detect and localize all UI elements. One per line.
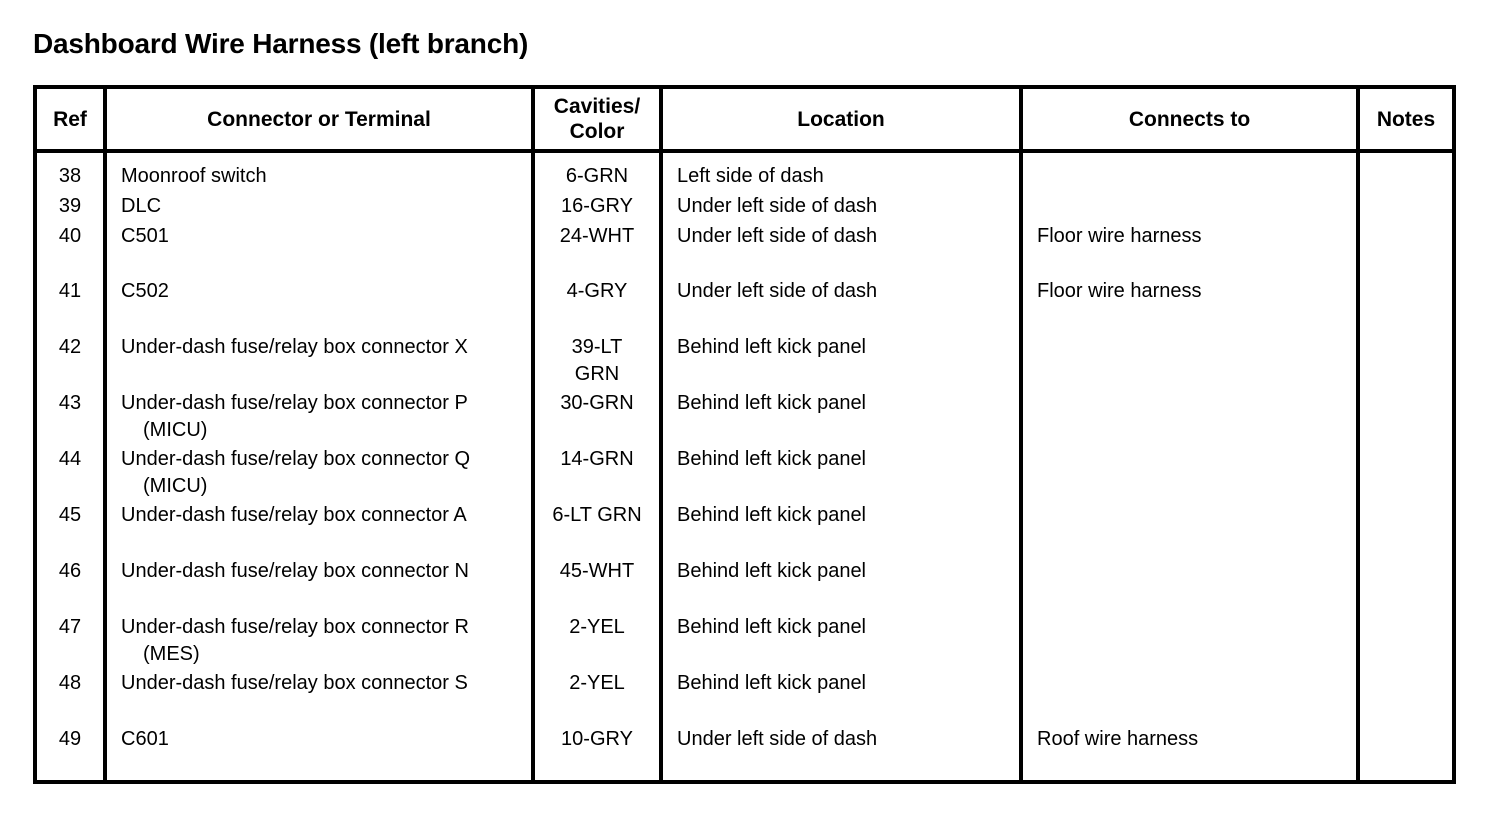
cell-location: Under left side of dash bbox=[677, 280, 878, 302]
cell-connects-to: Floor wire harness bbox=[1037, 280, 1202, 302]
cell-location: Behind left kick panel bbox=[677, 392, 867, 414]
cell-cavities: 30-GRN bbox=[560, 392, 634, 414]
table-header-rule bbox=[33, 149, 1456, 153]
cell-ref: 38 bbox=[58, 165, 82, 187]
cell-cavities: 4-GRY bbox=[566, 280, 628, 302]
cell-connector: Under-dash fuse/relay box connector P(MI… bbox=[107, 390, 531, 444]
cell-ref: 48 bbox=[58, 672, 82, 694]
cell-location: Under left side of dash bbox=[677, 195, 878, 217]
page-title: Dashboard Wire Harness (left branch) bbox=[33, 28, 529, 59]
table-border-top bbox=[33, 85, 1456, 89]
cell-continuation-line: (MICU) bbox=[143, 419, 208, 441]
cell-ref: 49 bbox=[58, 728, 82, 750]
cell-location: Behind left kick panel bbox=[677, 672, 867, 694]
cell-continuation-line: (MES) bbox=[143, 643, 200, 665]
cell-cavities: 24-WHT bbox=[559, 225, 635, 247]
cell-location: Behind left kick panel bbox=[677, 336, 867, 358]
cell-connects-to: Floor wire harness bbox=[1037, 225, 1202, 247]
cell-connector: DLC bbox=[121, 195, 162, 217]
cell-location: Behind left kick panel bbox=[677, 616, 867, 638]
cell-connects-to: Roof wire harness bbox=[1037, 728, 1199, 750]
column-header-ref: Ref bbox=[53, 107, 87, 131]
cell-cavities: 14-GRN bbox=[560, 448, 634, 470]
table-border-bottom bbox=[33, 780, 1456, 784]
cell-ref: 47 bbox=[58, 616, 82, 638]
cell-ref: 46 bbox=[58, 560, 82, 582]
cell-cavities: 39-LT GRN bbox=[571, 336, 623, 385]
cell-cavities: 2-YEL bbox=[569, 616, 625, 638]
table-border-right bbox=[1452, 85, 1456, 784]
cell-connector: Moonroof switch bbox=[121, 165, 267, 187]
cell-cavities: 10-GRY bbox=[561, 728, 633, 750]
cell-cavities: 45-WHT bbox=[559, 560, 635, 582]
cell-connector: C502 bbox=[121, 280, 169, 302]
cell-location: Behind left kick panel bbox=[677, 504, 867, 526]
column-divider-location bbox=[1019, 85, 1023, 784]
column-divider-connects bbox=[1356, 85, 1360, 784]
cell-ref: 44 bbox=[58, 448, 82, 470]
cell-cavities: 16-GRY bbox=[561, 195, 633, 217]
column-header-connector: Connector or Terminal bbox=[207, 107, 431, 131]
column-divider-connector bbox=[531, 85, 535, 784]
cell-location: Left side of dash bbox=[677, 165, 824, 187]
cell-ref: 39 bbox=[58, 195, 82, 217]
cell-ref: 42 bbox=[58, 336, 82, 358]
column-header-connects-to: Connects to bbox=[1128, 107, 1251, 131]
cell-connector: C501 bbox=[121, 225, 169, 247]
cell-ref: 45 bbox=[58, 504, 82, 526]
cell-connector: Under-dash fuse/relay box connector S bbox=[121, 672, 468, 694]
cell-location: Under left side of dash bbox=[677, 728, 878, 750]
cell-connector: C601 bbox=[121, 728, 169, 750]
table-border-left bbox=[33, 85, 37, 784]
cell-ref: 43 bbox=[58, 392, 82, 414]
cell-continuation-line: (MICU) bbox=[143, 475, 208, 497]
cell-connector: Under-dash fuse/relay box connector X bbox=[121, 336, 468, 358]
wire-harness-table: Ref Connector or Terminal Cavities/ Colo… bbox=[33, 85, 1456, 784]
column-header-cavities: Cavities/ Color bbox=[553, 95, 641, 143]
column-header-location: Location bbox=[797, 107, 885, 131]
cell-ref: 41 bbox=[58, 280, 82, 302]
cell-location: Under left side of dash bbox=[677, 225, 878, 247]
cell-location: Behind left kick panel bbox=[677, 448, 867, 470]
cell-location: Behind left kick panel bbox=[677, 560, 867, 582]
column-divider-cavities bbox=[659, 85, 663, 784]
cell-cavities: 2-YEL bbox=[569, 672, 625, 694]
cell-connector: Under-dash fuse/relay box connector R(ME… bbox=[107, 614, 531, 668]
cell-connector: Under-dash fuse/relay box connector Q(MI… bbox=[107, 446, 531, 500]
cell-connector: Under-dash fuse/relay box connector N bbox=[121, 560, 469, 582]
cell-cavities: 6-LT GRN bbox=[552, 504, 642, 526]
column-divider-ref bbox=[103, 85, 107, 784]
cell-cavities: 6-GRN bbox=[565, 165, 629, 187]
cell-ref: 40 bbox=[58, 225, 82, 247]
cell-connector: Under-dash fuse/relay box connector A bbox=[121, 504, 467, 526]
column-header-notes: Notes bbox=[1376, 107, 1436, 131]
